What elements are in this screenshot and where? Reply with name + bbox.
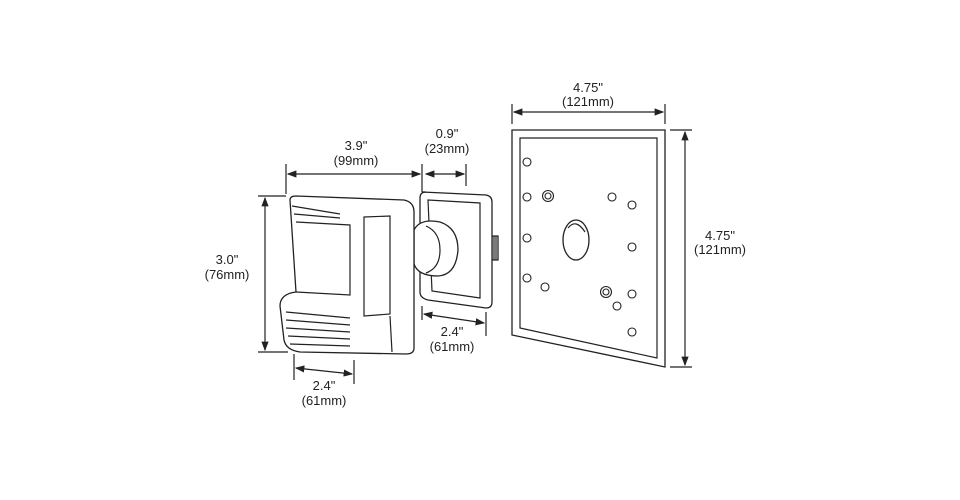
mount-depth-inches: 0.9" xyxy=(436,126,459,141)
plate-height-mm: (121mm) xyxy=(694,242,746,257)
plate-height-inches: 4.75" xyxy=(705,228,735,243)
mounting-holes xyxy=(522,157,637,337)
mount-depth-mm: (23mm) xyxy=(425,141,470,156)
sensor-length-mm: (99mm) xyxy=(334,153,379,168)
sensor-height-inches: 3.0" xyxy=(216,252,239,267)
sensor-grille xyxy=(285,311,351,347)
sensor-height-mm: (76mm) xyxy=(205,267,250,282)
motion-sensor xyxy=(279,195,415,355)
mount-width-mm: (61mm) xyxy=(430,339,475,354)
sensor-width-mm: (61mm) xyxy=(302,393,347,408)
swivel-mount xyxy=(413,191,499,309)
mount-width-inches: 2.4" xyxy=(441,324,464,339)
dimension-lines xyxy=(258,104,692,384)
dimension-labels: 4.75" (121mm) 4.75" (121mm) 3.9" (99mm) … xyxy=(205,80,746,408)
sensor-width-inches: 2.4" xyxy=(313,378,336,393)
plate-width-inches: 4.75" xyxy=(573,80,603,95)
sensor-length-inches: 3.9" xyxy=(345,138,368,153)
wall-plate xyxy=(511,129,666,368)
plate-width-mm: (121mm) xyxy=(562,94,614,109)
